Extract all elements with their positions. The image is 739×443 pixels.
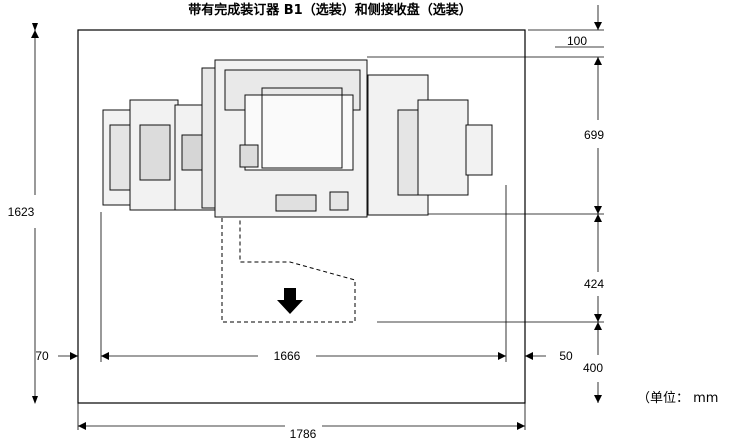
dim-machine-depth: 699 xyxy=(584,128,604,142)
dim-machine-width: 1666 xyxy=(274,349,301,363)
side-tray-end xyxy=(465,124,493,176)
unit-note: （单位： mm xyxy=(637,391,718,406)
diagram-title: 带有完成装订器 B1（选装）和侧接收盘（选装） xyxy=(188,2,471,18)
control-panel xyxy=(275,194,317,212)
dim-total-width: 1786 xyxy=(290,427,317,441)
dim-rear-clearance: 100 xyxy=(567,34,587,48)
extension-lines xyxy=(77,29,604,430)
dim-front-clearance: 400 xyxy=(583,361,603,375)
printer-top-view xyxy=(102,59,493,218)
side-tray-extension xyxy=(417,99,469,196)
dim-total-depth: 1623 xyxy=(8,205,35,219)
pull-out-arrow-icon xyxy=(277,288,303,314)
right-dimension-arrowheads xyxy=(594,22,602,403)
dim-right-clearance: 50 xyxy=(559,349,573,363)
dim-left-clearance: 70 xyxy=(35,349,49,363)
dim-front-open: 424 xyxy=(584,277,604,291)
